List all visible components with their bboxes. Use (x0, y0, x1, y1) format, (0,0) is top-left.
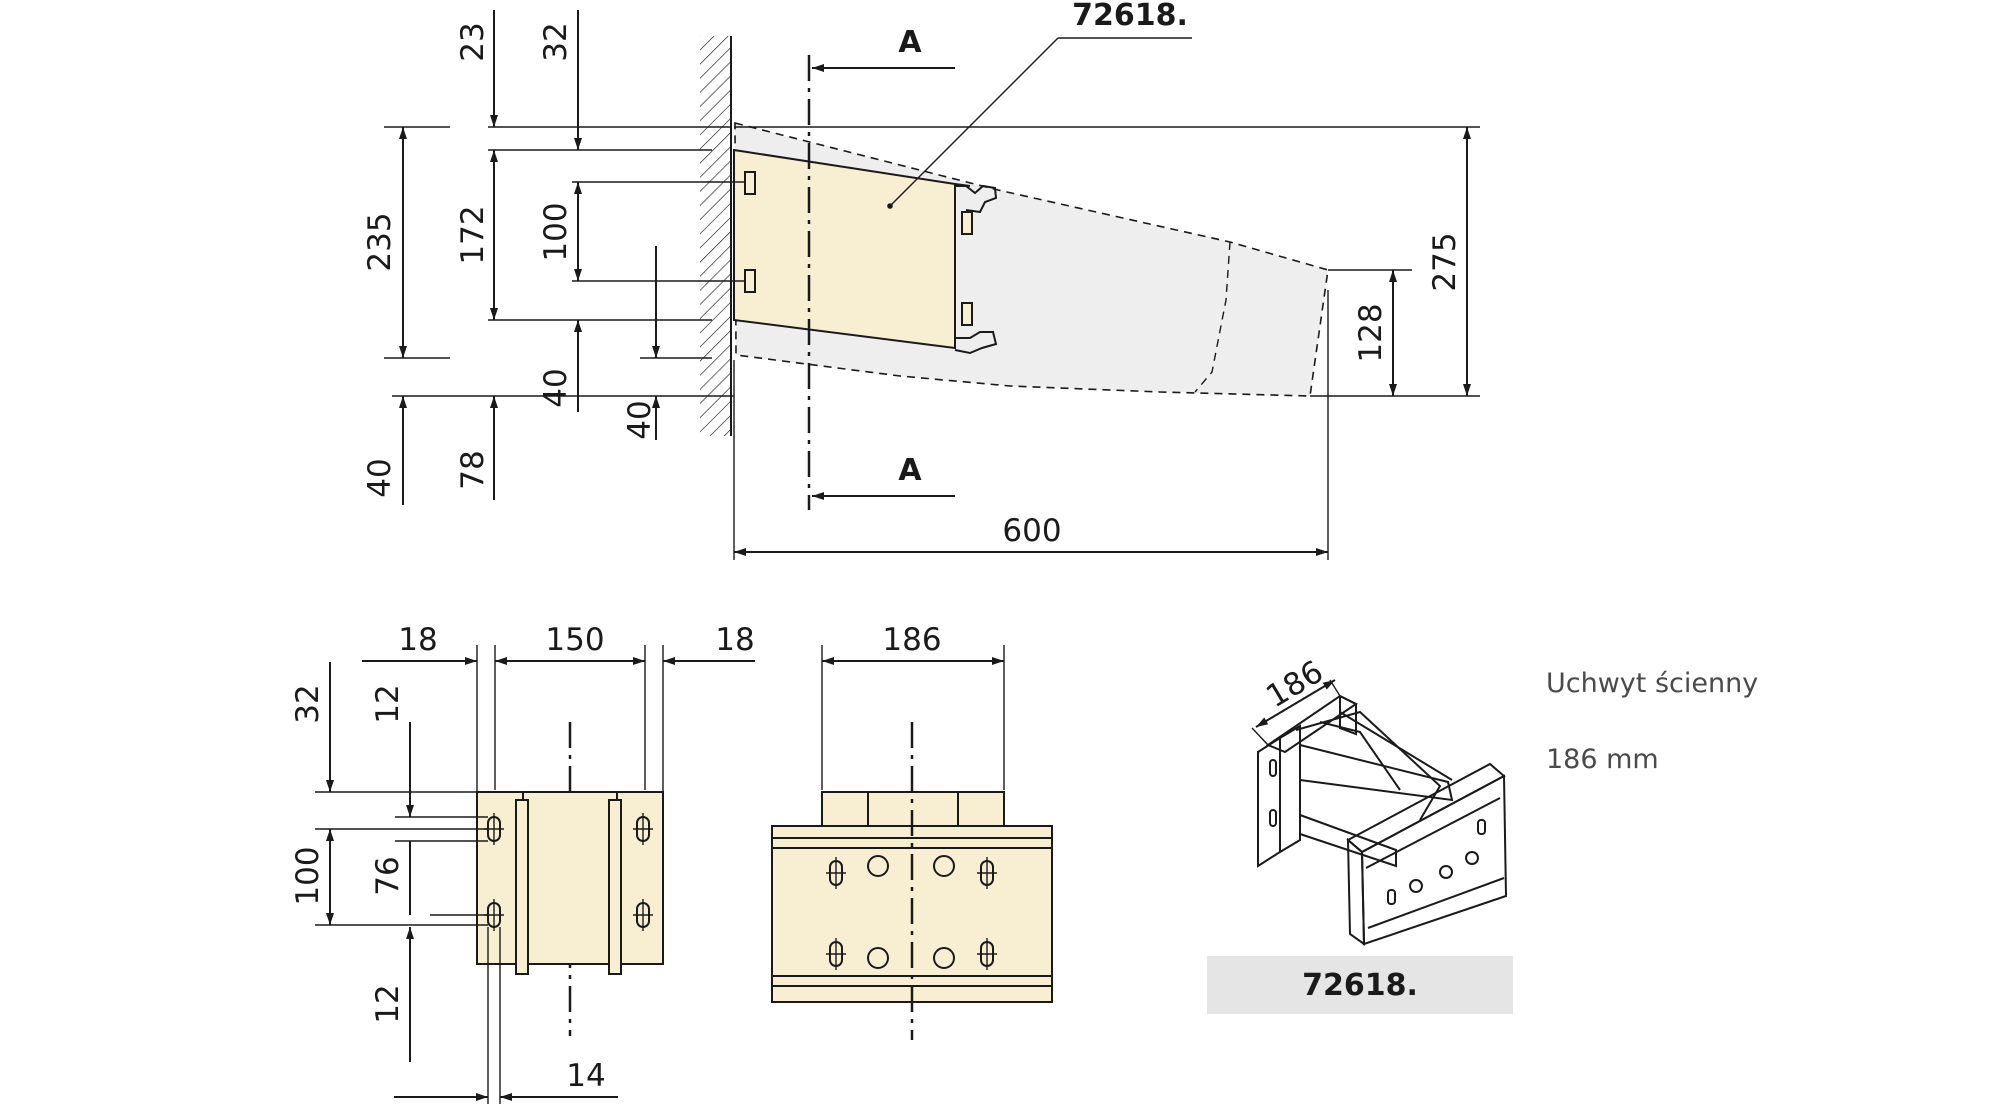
dim-235-label: 235 (362, 212, 398, 271)
dim-12-label: 12 (370, 684, 406, 723)
dim-600-label: 600 (1002, 513, 1061, 549)
dim-172-label: 172 (455, 205, 491, 264)
product-code: 72618. (1302, 967, 1418, 1003)
wall-hatch (700, 36, 730, 436)
callout-leader (889, 37, 1059, 207)
bolt-head (744, 171, 756, 195)
dim-32-label: 32 (290, 684, 326, 723)
callout-dot (887, 203, 893, 209)
iso-rail-groove (1365, 797, 1501, 869)
product-code-box: 72618. (1207, 956, 1513, 1014)
iso-rail-hole (1439, 865, 1453, 879)
rail-hook-bottom (954, 331, 998, 355)
dim-40-label: 40 (622, 400, 658, 439)
ghost-arm-inner (1194, 241, 1231, 393)
bolt-head (744, 269, 756, 293)
section-top-block (821, 791, 869, 827)
iso-wall-hole (1269, 809, 1277, 827)
iso-rail-slot (1477, 819, 1486, 835)
iso-wall-plate-face (1279, 724, 1301, 853)
section-top-block (957, 791, 1005, 827)
dim-12-label: 12 (370, 984, 406, 1023)
iso-rail-groove (1367, 877, 1505, 929)
part-code-label: 72618. (1072, 0, 1188, 33)
bolt-head (961, 211, 973, 235)
side-view: A A 72618. 235 40 23 172 (362, 0, 1480, 560)
iso-wall-hole (1269, 759, 1277, 777)
iso-arm-rail (1339, 711, 1453, 781)
dim-14-label: 14 (566, 1058, 605, 1094)
product-size: 186 mm (1546, 744, 1659, 775)
iso-wall-plate (1257, 736, 1281, 868)
product-description: Uchwyt ścienny (1546, 668, 1759, 699)
iso-arm-web (1319, 721, 1401, 791)
dim-18-label: 18 (715, 622, 754, 658)
front-rib (608, 799, 622, 975)
section-holes (826, 855, 997, 970)
rail-hook-top (955, 184, 998, 214)
dim-32-label: 32 (538, 22, 574, 61)
isometric-view: 186 (1251, 654, 1508, 946)
dim-186-iso-label: 186 (1260, 654, 1329, 715)
front-web (522, 791, 618, 965)
dim-275-label: 275 (1427, 232, 1463, 291)
front-view: 18 150 18 32 100 12 76 12 14 (290, 622, 755, 1104)
bracket-plate (733, 148, 956, 350)
dim-100-label: 100 (290, 846, 326, 905)
dim-100-label: 100 (538, 202, 574, 261)
dim-150-label: 150 (545, 622, 604, 658)
iso-rail-face (1360, 774, 1508, 946)
dim-18-label: 18 (398, 622, 437, 658)
dim-23-label: 23 (455, 22, 491, 61)
iso-arm (1299, 744, 1454, 802)
dim-40-label: 40 (538, 368, 574, 407)
dim-186-iso (1255, 679, 1336, 728)
iso-rail-lip (1346, 837, 1366, 946)
dim-186-label: 186 (882, 622, 941, 658)
iso-rail-hole (1465, 851, 1479, 865)
bolt-head (961, 302, 973, 326)
section-view: 186 (771, 622, 1053, 1040)
section-marker-bottom: A (898, 453, 922, 488)
ext-line (1251, 727, 1269, 746)
iso-rail-slot (1387, 889, 1396, 905)
front-rib (515, 799, 529, 975)
dim-78-label: 78 (455, 450, 491, 489)
dim-128-label: 128 (1353, 303, 1389, 362)
dim-76-label: 76 (370, 856, 406, 895)
section-marker-top: A (898, 25, 922, 60)
iso-rail-hole (1409, 879, 1423, 893)
dim-40-label: 40 (362, 458, 398, 497)
